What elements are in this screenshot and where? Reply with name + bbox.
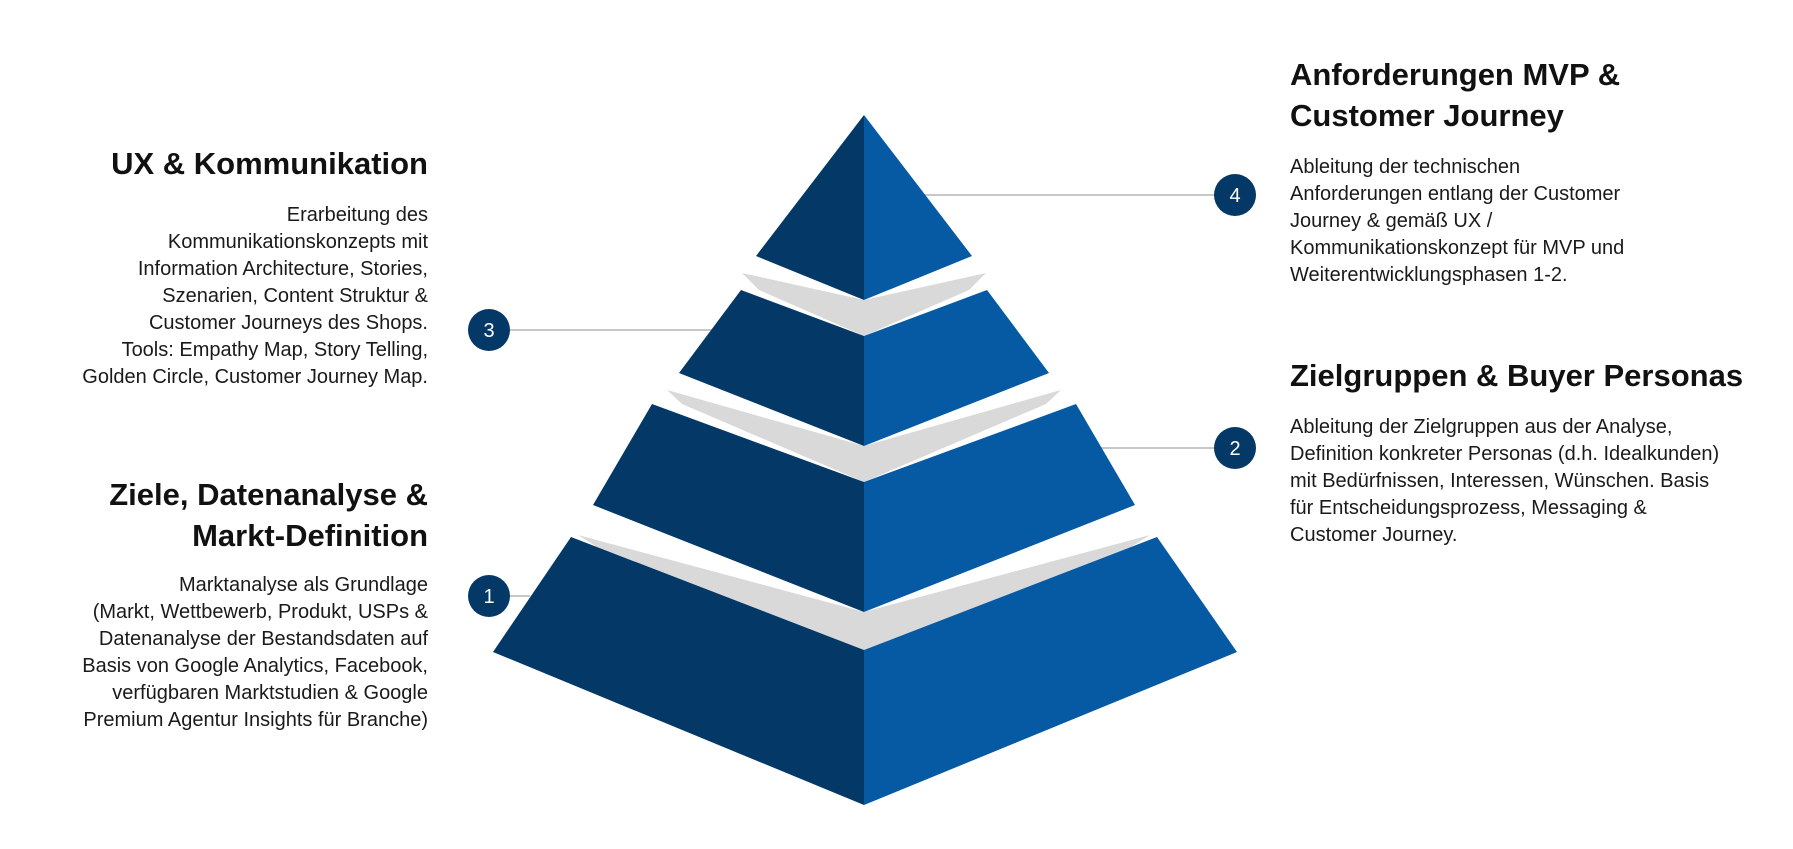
pyramid-tier-1-left-face (493, 537, 864, 805)
level-4-description-line: Ableitung der technischen (1290, 156, 1521, 178)
level-3-description-line: Szenarien, Content Struktur & (162, 285, 428, 307)
level-3-description: Erarbeitung des Kommunikationskonzepts m… (40, 202, 428, 391)
level-2-block: Zielgruppen & Buyer Personas Ableitung d… (1290, 355, 1770, 549)
pyramid-tier-1-right-face (864, 537, 1237, 805)
level-2-description-line: für Entscheidungsprozess, Messaging & (1290, 497, 1647, 519)
level-3-description-line: Information Architecture, Stories, (137, 258, 428, 280)
level-1-title-line: Ziele, Datenanalyse & (109, 477, 428, 512)
pyramid-gap-mid (667, 390, 1061, 482)
level-1-title-line: Markt-Definition (192, 518, 428, 553)
level-4-description: Ableitung der technischen Anforderungen … (1290, 154, 1750, 289)
pyramid-tier-2-right-face (864, 404, 1135, 612)
marker-3-circle (468, 309, 510, 351)
level-3-block: UX & Kommunikation Erarbeitung des Kommu… (40, 143, 428, 391)
pyramid-gap-low (578, 535, 1150, 650)
level-3-description-line: Golden Circle, Customer Journey Map. (82, 366, 428, 388)
level-1-description-line: Marktanalyse als Grundlage (178, 574, 428, 596)
level-3-description-line: Erarbeitung des (286, 204, 428, 226)
level-1-description-line: Premium Agentur Insights für Branche) (83, 709, 428, 731)
marker-4: 4 (1214, 174, 1256, 216)
level-2-description: Ableitung der Zielgruppen aus der Analys… (1290, 414, 1770, 549)
pyramid-tier-4-left-face (756, 115, 864, 300)
pyramid-tiers (493, 115, 1237, 805)
pyramid-gaps (578, 273, 1150, 650)
pyramid-tier-3-right-face (864, 290, 1049, 446)
level-1-title: Ziele, Datenanalyse & Markt-Definition (40, 474, 428, 556)
level-3-title: UX & Kommunikation (40, 143, 428, 184)
level-1-block: Ziele, Datenanalyse & Markt-Definition M… (40, 474, 428, 734)
marker-3-number: 3 (483, 320, 494, 342)
pyramid-tier-4-right-face (864, 115, 972, 300)
pyramid-tier-3-left-face (679, 290, 864, 446)
level-2-title: Zielgruppen & Buyer Personas (1290, 355, 1770, 396)
level-4-description-line: Anforderungen entlang der Customer (1290, 183, 1621, 205)
level-4-description-line: Journey & gemäß UX / (1290, 210, 1493, 232)
level-3-description-line: Customer Journeys des Shops. (148, 312, 428, 334)
level-2-description-line: Definition konkreter Personas (d.h. Idea… (1290, 443, 1720, 465)
level-4-description-line: Weiterentwicklungsphasen 1-2. (1290, 264, 1568, 286)
level-2-description-line: Ableitung der Zielgruppen aus der Analys… (1290, 416, 1673, 438)
marker-2-circle (1214, 427, 1256, 469)
level-4-block: Anforderungen MVP & Customer Journey Abl… (1290, 54, 1750, 289)
level-4-description-line: Kommunikationskonzept für MVP und (1290, 237, 1625, 259)
level-1-description-line: Datenanalyse der Bestandsdaten auf (98, 628, 428, 650)
level-4-title-line: Customer Journey (1290, 98, 1564, 133)
level-2-title-line: Zielgruppen & Buyer Personas (1290, 358, 1744, 393)
level-2-description-line: mit Bedürfnissen, Interessen, Wünschen. … (1290, 470, 1710, 492)
pyramid-gap-top (742, 273, 986, 336)
marker-4-circle (1214, 174, 1256, 216)
level-2-description-line: Customer Journey. (1290, 524, 1458, 546)
level-1-description-line: verfügbaren Marktstudien & Google (112, 682, 428, 704)
level-4-title-line: Anforderungen MVP & (1290, 57, 1621, 92)
marker-3: 3 (468, 309, 510, 351)
number-markers: 4 3 2 1 (468, 174, 1256, 617)
level-3-description-line: Kommunikationskonzepts mit (167, 231, 428, 253)
level-4-title: Anforderungen MVP & Customer Journey (1290, 54, 1750, 136)
level-1-description: Marktanalyse als Grundlage (Markt, Wettb… (40, 572, 428, 734)
level-1-description-line: (Markt, Wettbewerb, Produkt, USPs & (92, 601, 428, 623)
pyramid-tier-2-left-face (593, 404, 864, 612)
level-1-description-line: Basis von Google Analytics, Facebook, (82, 655, 428, 677)
level-3-description-line: Tools: Empathy Map, Story Telling, (121, 339, 428, 361)
marker-1-number: 1 (483, 586, 494, 608)
marker-2-number: 2 (1229, 438, 1240, 460)
marker-1-circle (468, 575, 510, 617)
marker-1: 1 (468, 575, 510, 617)
marker-4-number: 4 (1229, 185, 1240, 207)
level-3-title-line: UX & Kommunikation (111, 146, 428, 181)
marker-2: 2 (1214, 427, 1256, 469)
